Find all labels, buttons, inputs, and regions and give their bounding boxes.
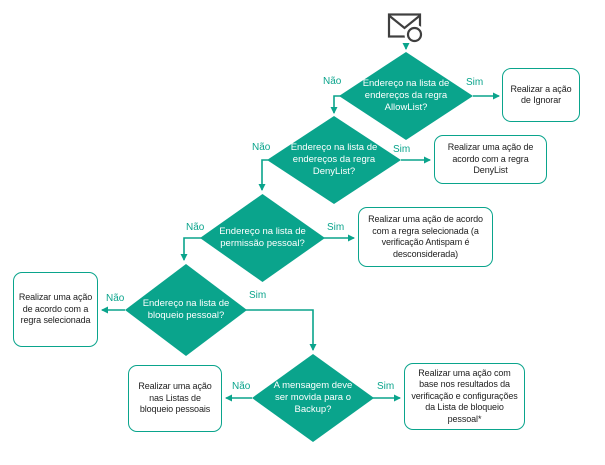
edge-label-denylist-no: Não (252, 142, 271, 153)
edge-label-personal-blocklist-yes: Sim (249, 290, 267, 301)
edge-label-backup-yes: Sim (377, 381, 395, 392)
action-selected-rule-antispam-skipped: Realizar uma ação de acordo com a regra … (358, 207, 493, 267)
decision-move-to-backup-label: A mensagem deve ser movida para o Backup… (273, 380, 353, 415)
action-selected-rule-label: Realizar uma ação de acordo com a regra … (18, 292, 93, 326)
edge-personal-allowlist-no-arrow (180, 237, 201, 261)
action-ignore: Realizar a ação de Ignorar (502, 68, 580, 122)
action-selected-rule-antispam-skipped-label: Realizar uma ação de acordo com a regra … (368, 214, 483, 259)
edge-personal-blocklist-yes-arrow (246, 309, 317, 351)
decision-allowlist-label: Endereço na lista de endereços da regra … (362, 78, 450, 113)
edge-allowlist-no-arrow (330, 95, 341, 114)
action-ignore-label: Realizar a ação de Ignorar (510, 83, 572, 106)
action-denylist-rule-label: Realizar uma ação de acordo com a regra … (447, 142, 534, 176)
decision-denylist-label: Endereço na lista de endereços da regra … (290, 142, 378, 177)
edge-label-personal-allowlist-no: Não (186, 222, 205, 233)
decision-personal-blocklist: Endereço na lista de bloqueio pessoal? (125, 264, 247, 356)
action-blocklist-verification: Realizar uma ação com base nos resultado… (404, 363, 525, 430)
decision-allowlist: Endereço na lista de endereços da regra … (339, 52, 473, 140)
edge-label-backup-no: Não (232, 381, 251, 392)
decision-denylist: Endereço na lista de endereços da regra … (267, 116, 401, 204)
edge-denylist-no-arrow (258, 159, 268, 191)
action-blocklist-verification-label: Realizar uma ação com base nos resultado… (411, 367, 518, 424)
email-message-icon (387, 13, 425, 45)
decision-personal-allowlist: Endereço na lista de permissão pessoal? (200, 194, 325, 282)
action-denylist-rule: Realizar uma ação de acordo com a regra … (434, 135, 547, 184)
edge-label-personal-blocklist-no: Não (106, 293, 125, 304)
badge-halo (404, 24, 425, 45)
action-personal-blocklists-label: Realizar uma ação nas Listas de bloqueio… (138, 381, 212, 415)
edge-label-personal-allowlist-yes: Sim (327, 222, 345, 233)
badge-circle-icon (406, 26, 423, 43)
decision-personal-blocklist-label: Endereço na lista de bloqueio pessoal? (142, 298, 230, 321)
edge-label-denylist-yes: Sim (393, 144, 411, 155)
action-selected-rule: Realizar uma ação de acordo com a regra … (13, 272, 98, 347)
decision-personal-allowlist-label: Endereço na lista de permissão pessoal? (219, 226, 306, 249)
edge-label-allowlist-no: Não (323, 76, 342, 87)
decision-move-to-backup: A mensagem deve ser movida para o Backup… (252, 354, 374, 442)
action-personal-blocklists: Realizar uma ação nas Listas de bloqueio… (128, 365, 222, 432)
edge-label-allowlist-yes: Sim (466, 77, 484, 88)
